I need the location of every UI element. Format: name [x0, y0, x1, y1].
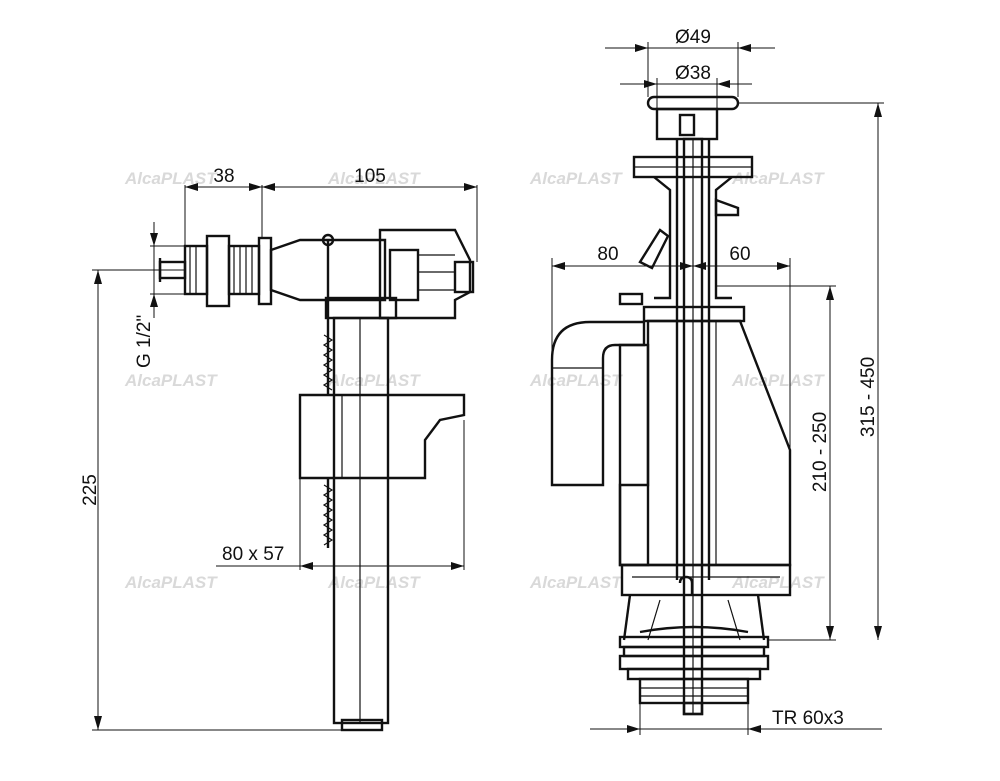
watermark: AlcaPLAST — [327, 371, 421, 390]
valve-head — [378, 228, 472, 320]
dim-105-label: 105 — [354, 166, 386, 187]
float — [298, 393, 466, 480]
seal-top — [639, 625, 749, 634]
dim-60-label: 60 — [729, 244, 750, 265]
seal-ring — [626, 667, 762, 681]
tube-foot — [340, 718, 384, 732]
watermark: AlcaPLAST — [124, 169, 218, 188]
side-clip — [714, 198, 740, 217]
neck-right — [714, 176, 733, 300]
fill-tube — [332, 316, 390, 725]
lower-housing — [620, 563, 792, 597]
valve-outlet — [453, 260, 475, 294]
fill-valve-drawing — [158, 228, 475, 732]
neck-left — [653, 176, 672, 300]
flush-valve-dimensions: Ø49 Ø38 80 60 210 - 250 315 - 450 — [551, 27, 884, 735]
dim-38-label: 38 — [213, 166, 234, 187]
watermark: AlcaPLAST — [124, 371, 218, 390]
watermark: AlcaPLAST — [529, 371, 623, 390]
dim-d49-label: Ø49 — [675, 27, 711, 48]
hook — [678, 575, 694, 595]
dim-thread-label: G 1/2" — [134, 315, 155, 368]
watermark: AlcaPLAST — [327, 169, 421, 188]
threaded-outlet — [638, 677, 750, 705]
watermark: AlcaPLAST — [731, 371, 825, 390]
lock-nut — [205, 234, 231, 308]
valve-inlet-body — [269, 238, 387, 302]
dim-thread-label: TR 60x3 — [772, 708, 844, 729]
dim-d38-label: Ø38 — [675, 63, 711, 84]
latch-lever — [638, 228, 670, 270]
watermarks: AlcaPLAST AlcaPLAST AlcaPLAST AlcaPLAST … — [124, 169, 825, 592]
seal-ring — [618, 635, 770, 649]
spring-upper — [322, 334, 334, 391]
watermark: AlcaPLAST — [731, 169, 825, 188]
spring-lower — [322, 484, 334, 546]
flush-valve-drawing — [550, 95, 792, 716]
seal-ring — [622, 645, 766, 658]
overflow-inner — [618, 343, 650, 567]
valve-lever-housing — [388, 248, 420, 302]
fill-valve-dimensions: 38 105 G 1/2" 225 80 x 57 — [80, 166, 478, 731]
dim-225-label: 225 — [80, 474, 101, 506]
push-button-cap — [646, 95, 740, 111]
gasket-washer — [257, 236, 273, 306]
dim-float-label: 80 x 57 — [222, 544, 284, 565]
watermark: AlcaPLAST — [529, 169, 623, 188]
watermark: AlcaPLAST — [731, 573, 825, 592]
valve-body — [618, 319, 792, 567]
dim-210-250-label: 210 - 250 — [810, 412, 831, 492]
watermark: AlcaPLAST — [124, 573, 218, 592]
dim-315-450-label: 315 - 450 — [858, 357, 879, 437]
overflow-pipe — [550, 320, 646, 487]
watermark: AlcaPLAST — [529, 573, 623, 592]
watermark: AlcaPLAST — [327, 573, 421, 592]
collar — [642, 305, 746, 323]
seal-ring — [618, 654, 770, 671]
dim-80-label: 80 — [597, 244, 618, 265]
